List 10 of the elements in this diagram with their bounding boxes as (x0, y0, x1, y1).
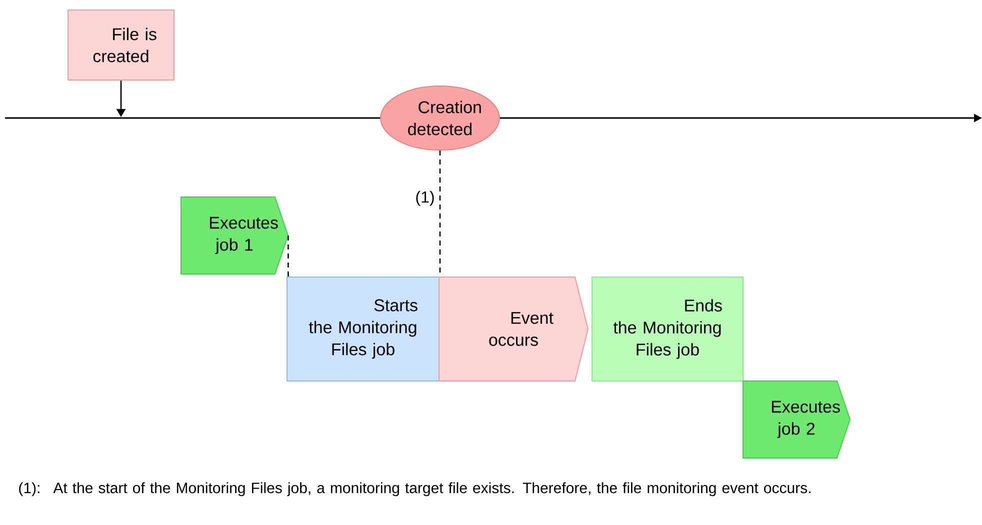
dashed-connector (288, 236, 289, 276)
event-box: File is created (68, 10, 174, 80)
footnote-marker: (1): (19, 482, 40, 496)
edge-label: (1) (414, 190, 436, 207)
job-tag: Executes job 1 (180, 196, 289, 274)
process-box: Starts the Monitoring Files job (286, 276, 440, 382)
footnote: At the start of the Monitoring Files job, a monitoring target file exists. Therefore, the file monitoring event occurs. (53, 482, 810, 496)
event-tag: Event occurs (438, 276, 589, 382)
process-box: Ends the Monitoring Files job (592, 276, 744, 382)
job-tag: Executes job 2 (742, 380, 851, 458)
